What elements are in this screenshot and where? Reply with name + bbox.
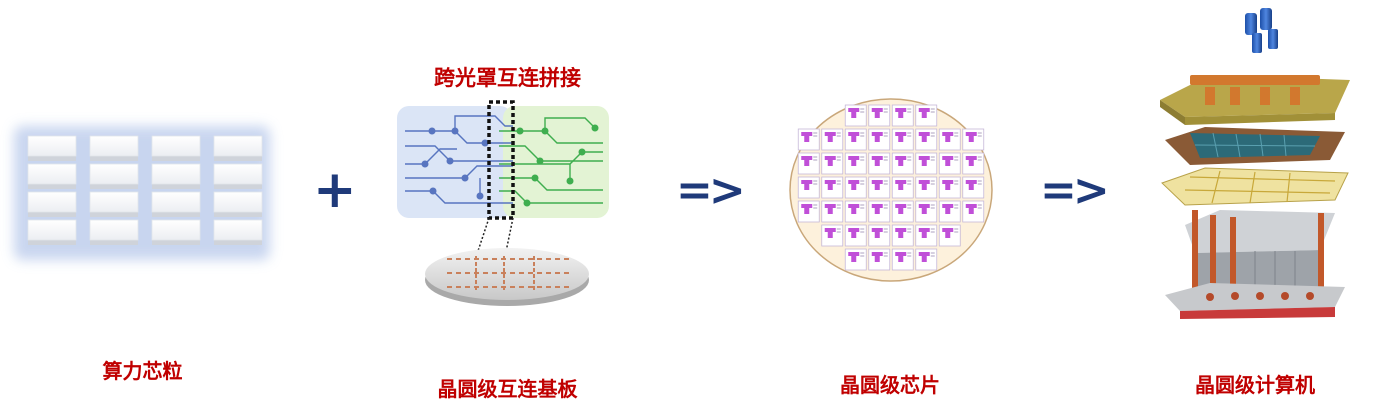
substrate-illustration [395,96,620,321]
stitching-annotation: 跨光罩互连拼接 [434,66,581,90]
caption-chiplets: 算力芯粒 [102,359,183,383]
plus-sign: + [313,160,357,220]
chiplet-grid [10,120,275,265]
wafer-chip-diagram [789,98,993,282]
wafer-computer-illustration [1150,5,1360,320]
blue-connectors [1245,8,1278,53]
exploded-stack [1160,8,1350,319]
arrow-2: => [1040,165,1110,216]
caption-wafer-chip: 晶圆级芯片 [840,373,940,397]
wafer-chip-illustration [787,97,995,283]
chiplet-illustration [14,126,270,260]
caption-substrate: 晶圆级互连基板 [437,377,578,401]
routing-panels [397,100,609,306]
arrow-1: => [676,165,746,216]
caption-wafer-computer: 晶圆级计算机 [1195,373,1315,397]
